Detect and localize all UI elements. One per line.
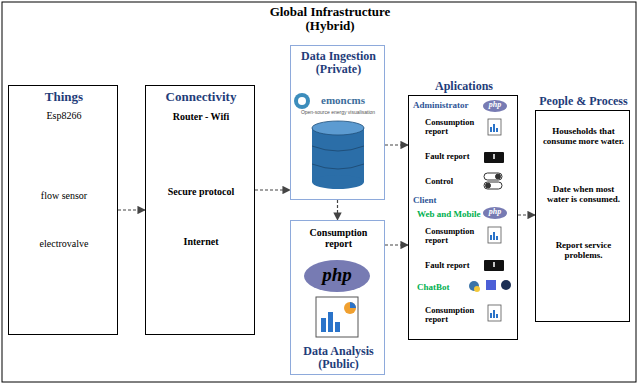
feature-name: Control: [425, 177, 487, 186]
stage-box: Data Ingestion (Private): [290, 45, 385, 200]
logo-text: php: [483, 101, 507, 110]
panel-heading: People & Process: [526, 95, 639, 108]
stage-heading: Data Analysis (Public): [293, 345, 384, 371]
chatbot-tools-icon: [469, 280, 511, 292]
panel-heading: Connectivity: [146, 90, 256, 104]
part-name: electrovalve: [9, 238, 119, 249]
dashed-arrow: [518, 214, 535, 215]
report-chart-icon: [316, 297, 358, 337]
group-panel: People & ProcessHouseholds that consume …: [535, 110, 630, 322]
role-name: Administrator: [413, 101, 489, 111]
part-name: Esp8266: [9, 110, 119, 121]
emoncms-logo: [294, 93, 310, 109]
role-name: Client: [413, 196, 489, 206]
channel-name: ChatBot: [417, 283, 473, 293]
feature-name: Fault report: [425, 152, 487, 161]
outcome-text: Date when most water is consumed.: [541, 185, 626, 205]
part-name: Secure protocol: [146, 186, 256, 197]
group-panel: AplicationsAdministratorConsumption repo…: [408, 95, 518, 340]
small-php-logo: [483, 100, 507, 219]
dashed-arrow: [255, 189, 290, 190]
dashed-arrow: [337, 200, 338, 220]
small-chart-icon: [488, 119, 501, 321]
part-name: Internet: [146, 236, 256, 247]
logo-text: php: [483, 208, 507, 217]
part-name: flow sensor: [9, 190, 119, 201]
feature-name: Consumption report: [425, 306, 487, 325]
panel-heading: Things: [9, 90, 119, 104]
logo-tagline: Open-source energy visualisation: [293, 110, 383, 116]
php-logo: [304, 260, 370, 292]
feature-name: Fault report: [425, 261, 487, 270]
outcome-text: Report service problems.: [541, 241, 626, 261]
logo-text: emoncms: [311, 94, 375, 106]
database-icon: [312, 121, 364, 189]
stage-heading: Data Ingestion (Private): [293, 50, 384, 76]
control-toggle-icon: [484, 173, 502, 189]
channel-name: Web and Mobile: [417, 210, 487, 220]
logo-text: php: [312, 265, 362, 286]
feature-name: Consumption report: [425, 118, 487, 137]
feature-name: Consumption report: [425, 227, 487, 246]
group-panel: ConnectivityRouter - WifiSecure protocol…: [145, 85, 255, 335]
dashed-arrow: [118, 209, 145, 210]
outcome-text: Households that consume more water.: [541, 127, 626, 147]
report-name: Consumption report: [295, 227, 382, 249]
group-panel: ThingsEsp8266 flow sensor electrovalve: [8, 85, 118, 335]
panel-heading: Aplications: [409, 80, 519, 93]
outer-frame: [2, 2, 636, 382]
stage-box: Consumption reportData Analysis (Public): [290, 220, 385, 375]
diagram-title: Global Infrastructure (Hybrid): [255, 5, 405, 34]
dashed-arrow: [385, 244, 408, 245]
dashed-arrow: [385, 144, 408, 145]
part-name: Router - Wifi: [146, 111, 256, 122]
